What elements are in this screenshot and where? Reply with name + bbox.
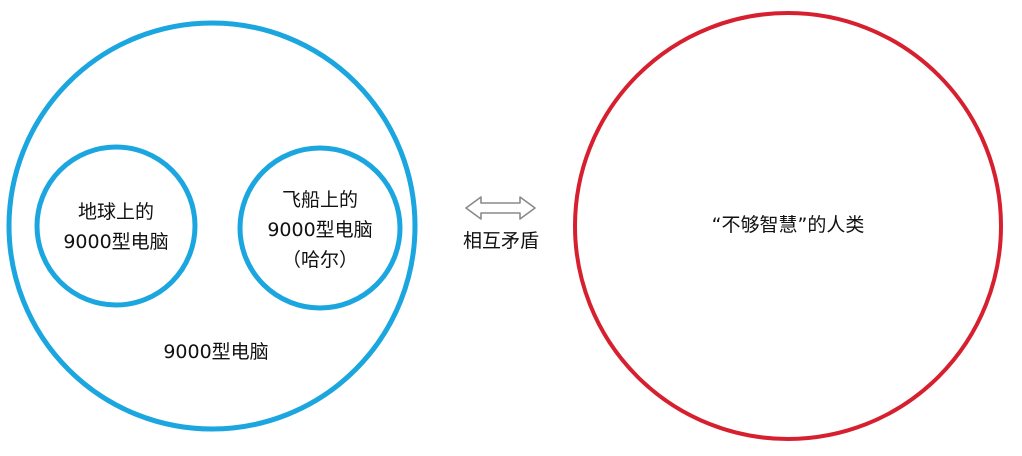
outer-circle-label: 9000型电脑	[163, 341, 268, 363]
outer-blue-circle	[6, 20, 418, 432]
inner-right-label-line2: 9000型电脑	[267, 219, 372, 241]
red-circle	[573, 11, 1003, 441]
red-circle-label: “不够智慧”的人类	[712, 214, 865, 236]
double-arrow-icon	[465, 196, 536, 220]
inner-left-circle	[34, 144, 198, 308]
inner-right-label-line1: 飞船上的	[282, 189, 358, 211]
relation-label: 相互矛盾	[463, 230, 539, 252]
inner-left-label-line1: 地球上的	[78, 201, 154, 223]
inner-right-label-line3: （哈尔）	[282, 249, 358, 271]
inner-left-label-line2: 9000型电脑	[63, 231, 168, 253]
inner-right-circle	[237, 145, 403, 311]
